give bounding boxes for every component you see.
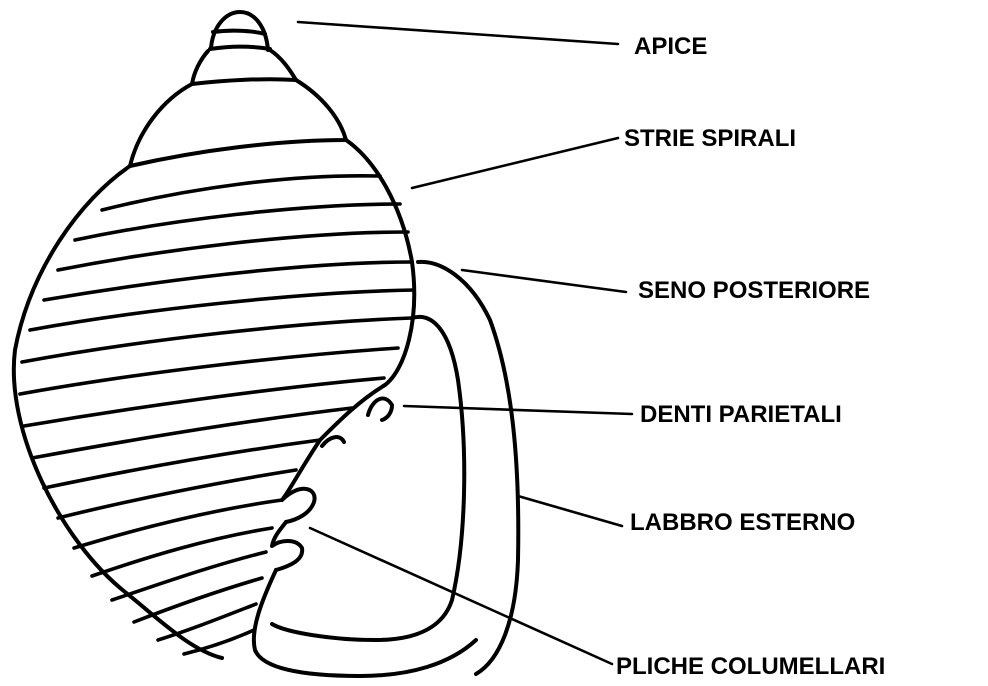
leader-apice <box>298 22 618 44</box>
columella <box>254 570 476 676</box>
leader-lines <box>298 22 632 664</box>
shell-drawing <box>14 12 518 676</box>
label-strie-spirali: STRIE SPIRALI <box>624 125 796 152</box>
columellar-fold-2 <box>272 522 302 570</box>
label-pliche-columellari: PLICHE COLUMELLARI <box>616 653 885 680</box>
parietal-tooth-2 <box>322 437 344 446</box>
leader-labbro-esterno <box>518 496 622 526</box>
penultimate-whorl <box>130 80 346 166</box>
leader-denti-parietali <box>404 406 632 414</box>
leader-seno-posteriore <box>462 270 626 292</box>
parietal-tooth-1 <box>368 398 392 420</box>
apex-whorl-3 <box>192 50 296 84</box>
leader-strie-spirali <box>412 138 618 188</box>
labels: APICE STRIE SPIRALI SENO POSTERIORE DENT… <box>616 33 885 680</box>
outer-lip-inner <box>272 317 464 640</box>
columellar-fold-1 <box>282 489 315 522</box>
label-seno-posteriore: SENO POSTERIORE <box>638 277 870 304</box>
label-apice: APICE <box>634 33 707 60</box>
apex-whorl-1 <box>213 31 265 34</box>
label-denti-parietali: DENTI PARIETALI <box>640 401 842 428</box>
label-labbro-esterno: LABBRO ESTERNO <box>630 509 855 536</box>
apex-whorl-2 <box>210 47 270 49</box>
spiral-striae <box>20 176 414 654</box>
